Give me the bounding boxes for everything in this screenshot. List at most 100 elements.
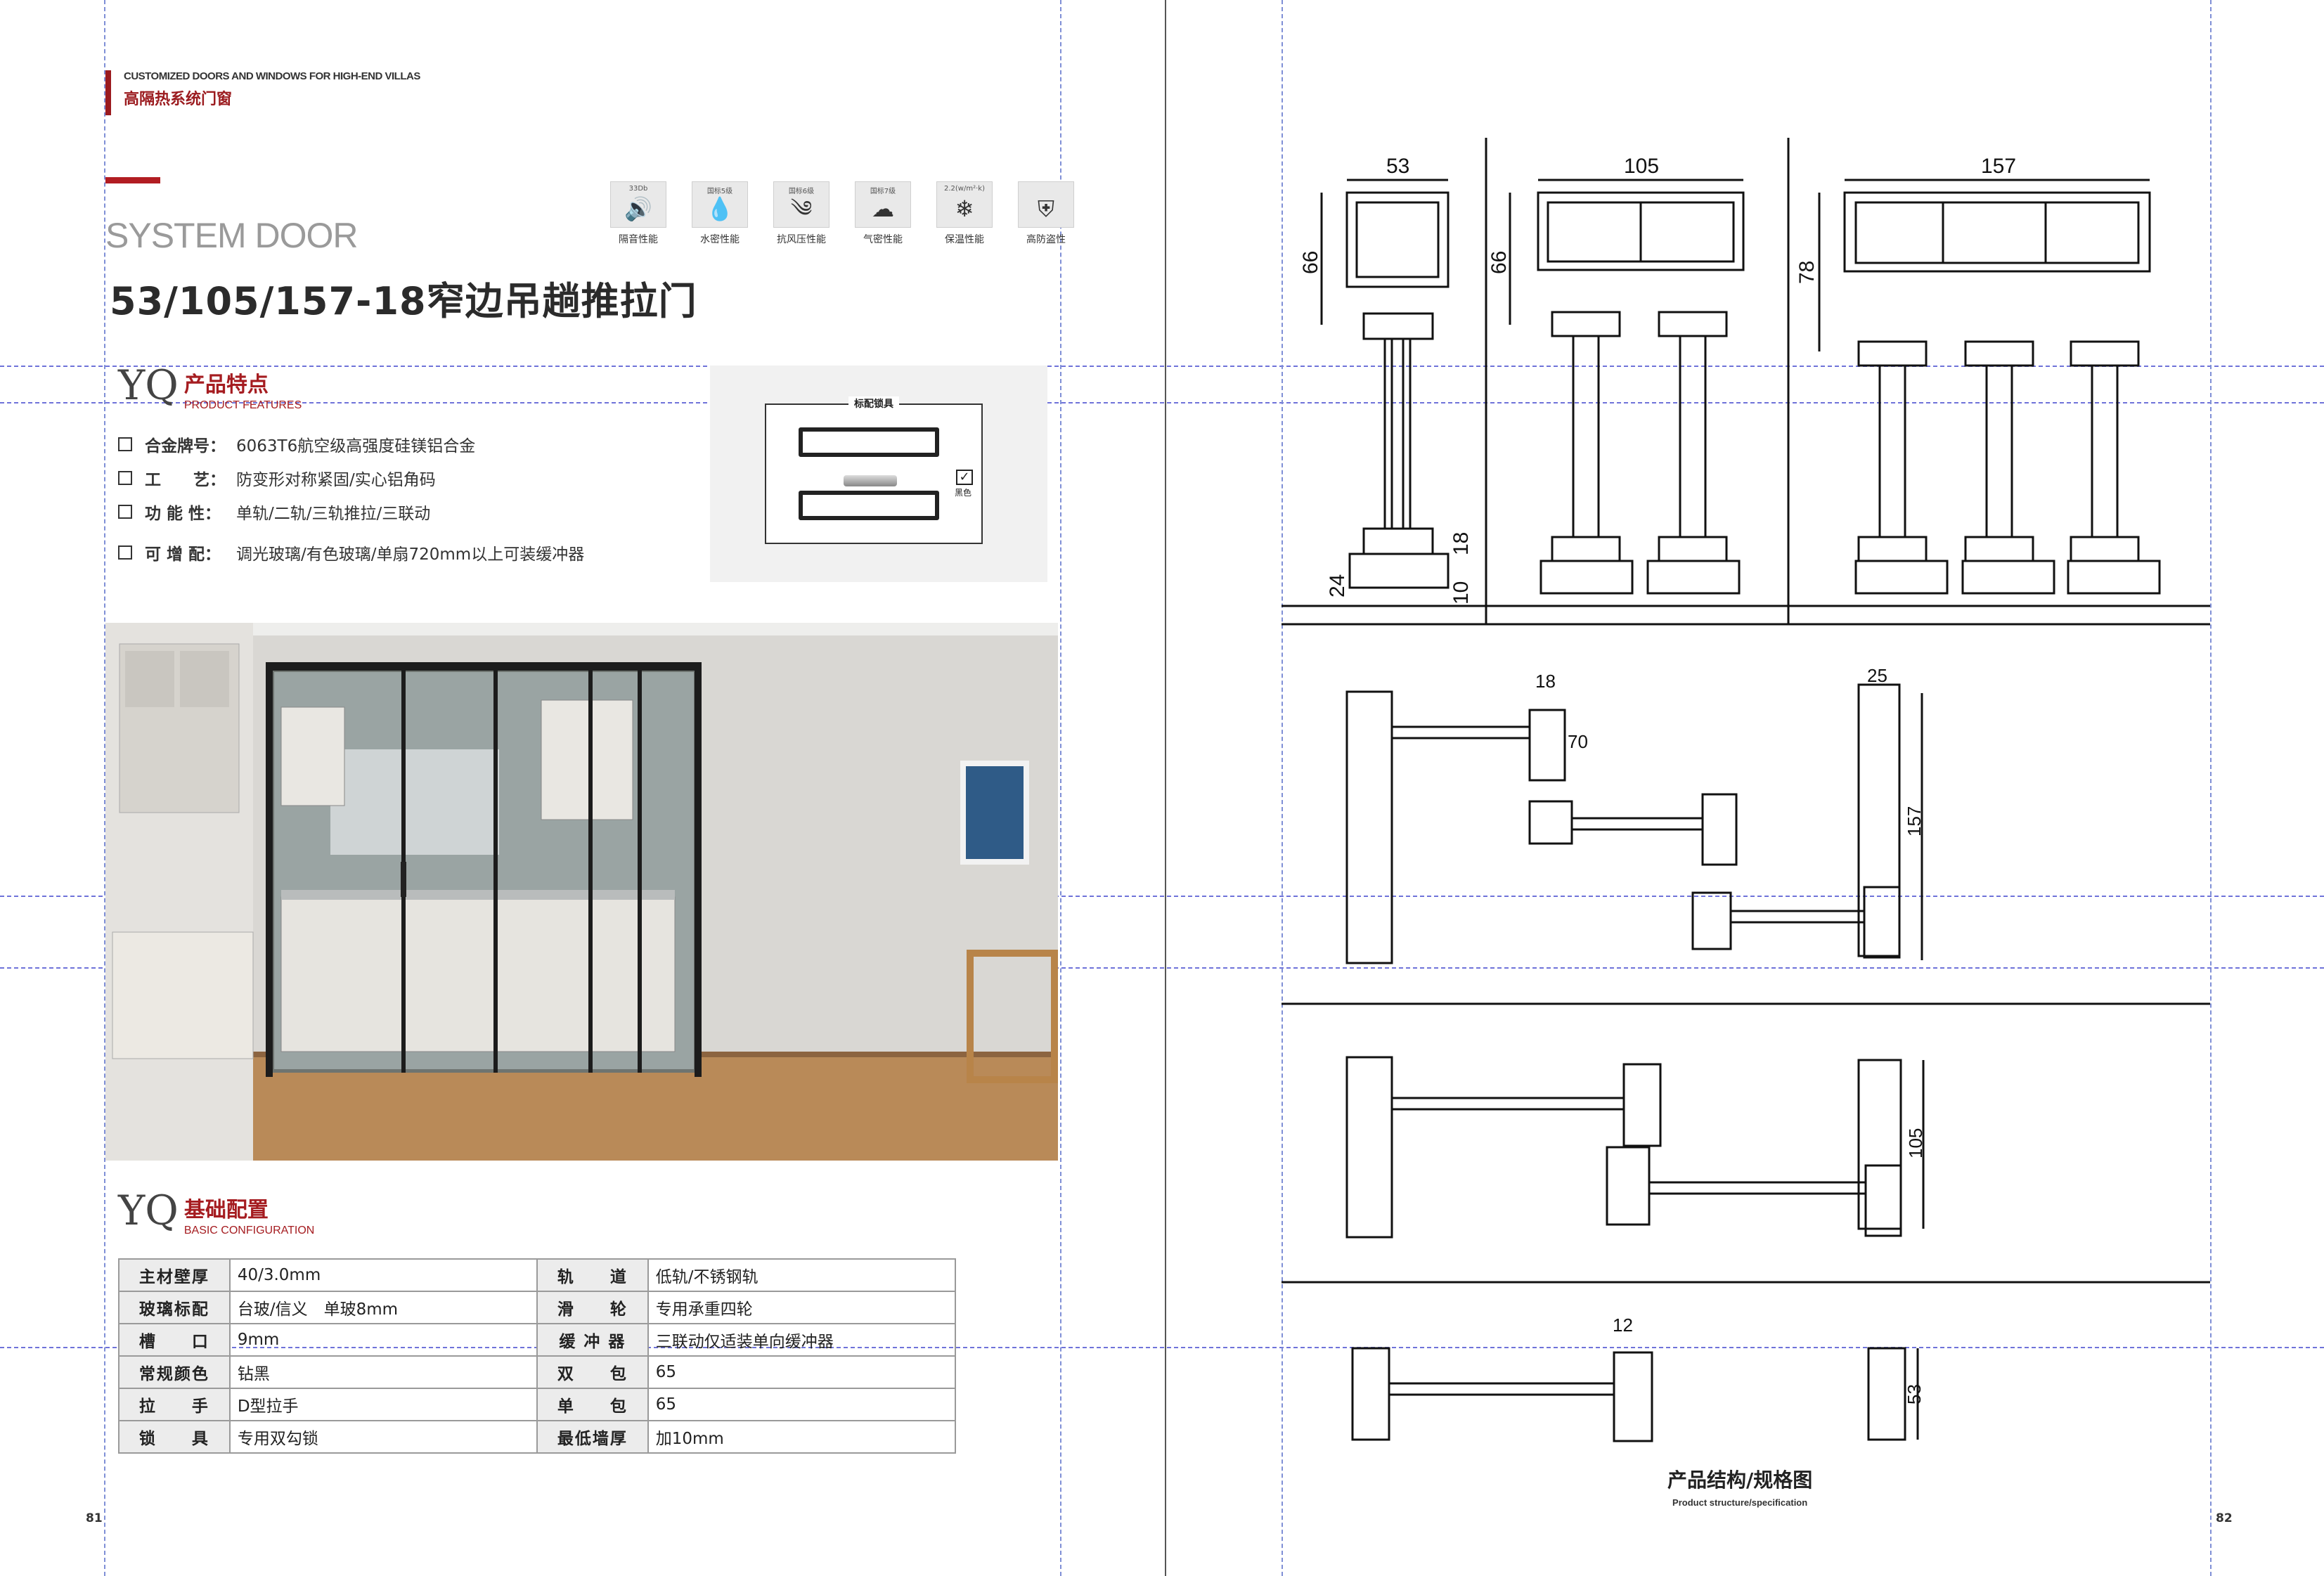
dim-label: 10: [1450, 581, 1473, 605]
table-key: 滑 轮: [536, 1291, 649, 1324]
table-value: 专用承重四轮: [647, 1291, 957, 1324]
dim-label: 24: [1326, 574, 1349, 598]
perf-label: 气密性能: [863, 234, 903, 245]
dim-label: 105: [1905, 1128, 1926, 1158]
table-key: 常规颜色: [118, 1355, 231, 1389]
checkbox-icon: [118, 471, 132, 485]
perf-item: ⛨ 高防盗性: [1018, 181, 1074, 246]
table-key: 玻璃标配: [118, 1291, 231, 1324]
feature-label: 工 艺：: [145, 471, 226, 489]
table-value: 65: [647, 1388, 957, 1421]
perf-label: 保温性能: [945, 234, 984, 245]
page-title: 53/105/157-18窄边吊趟推拉门: [110, 279, 697, 323]
kitchen-sliding-door-illustration: [105, 623, 1058, 1161]
section-subtitle: BASIC CONFIGURATION: [183, 1225, 315, 1236]
dim-label: 53: [1904, 1384, 1925, 1404]
table-value: 9mm: [228, 1323, 538, 1357]
feature-value: 6063T6航空级高强度硅镁铝合金: [236, 437, 476, 456]
section-title: 产品特点: [183, 373, 269, 397]
guide-line: [0, 402, 2324, 403]
feature-value: 调光玻璃/有色玻璃/单扇720mm以上可装缓冲器: [236, 545, 585, 564]
table-key: 最低墙厚: [536, 1420, 649, 1454]
dim-label: 157: [1904, 806, 1925, 837]
features-heading: YQ 产品特点 PRODUCT FEATURES: [118, 363, 302, 412]
dim-label: 18: [1450, 532, 1473, 555]
feature-list: 合金牌号： 6063T6航空级高强度硅镁铝合金 工 艺： 防变形对称紧固/实心铝角码…: [118, 427, 584, 569]
performance-icons: 33Db🔊 隔音性能 国标5级💧 水密性能 国标6级༄ 抗风压性能 国标7级☁ …: [610, 181, 1074, 246]
perf-item: 2.2(w/m²·k) ❄ 保温性能: [936, 181, 993, 246]
yq-logo: YQ: [118, 1187, 179, 1234]
snowflake-icon: ❄: [955, 195, 974, 222]
feature-label: 可 增 配：: [145, 545, 221, 564]
guide-line: [0, 896, 2324, 897]
guide-line: [0, 967, 2324, 969]
guide-line: [0, 366, 2324, 367]
perf-rating: 33Db: [628, 185, 648, 193]
dim-label: 12: [1613, 1315, 1633, 1336]
shield-icon: ⛨: [1037, 195, 1054, 222]
dim-label: 18: [1535, 671, 1556, 692]
perf-label: 高防盗性: [1026, 234, 1066, 245]
perf-item: 国标5级💧 水密性能: [692, 181, 748, 246]
perf-item: 国标7级☁ 气密性能: [855, 181, 911, 246]
dim-label: 66: [1299, 251, 1322, 274]
guide-line: [0, 1347, 2324, 1348]
table-value: 台玻/信义 单玻8mm: [228, 1291, 538, 1324]
feature-value: 单轨/二轨/三轨推拉/三联动: [236, 505, 431, 523]
table-key: 锁 具: [118, 1420, 231, 1454]
table-value: 三联动仅适装单向缓冲器: [647, 1323, 957, 1357]
accent-bar: [105, 177, 160, 183]
page-divider: [1165, 0, 1166, 1576]
page-number-right: 82: [2216, 1511, 2233, 1525]
lock-handle-top: [799, 427, 939, 457]
dim-label: 78: [1795, 261, 1819, 284]
lock-figure: 标配锁具 ✓ 黑色: [710, 366, 1047, 582]
brand-en: CUSTOMIZED DOORS AND WINDOWS FOR HIGH-EN…: [124, 70, 420, 82]
dim-label: 157: [1981, 155, 2016, 178]
checkbox-icon: [118, 505, 132, 519]
table-value: 加10mm: [647, 1420, 957, 1454]
feature-value: 防变形对称紧固/实心铝角码: [236, 471, 436, 489]
page-number-left: 81: [86, 1511, 103, 1525]
table-row: 锁 具专用双勾锁最低墙厚加10mm: [118, 1420, 957, 1454]
table-value: 40/3.0mm: [228, 1258, 538, 1292]
table-key: 槽 口: [118, 1323, 231, 1357]
dim-label: 105: [1624, 155, 1659, 178]
lock-color-label: 黑色: [955, 488, 972, 498]
table-key: 双 包: [536, 1355, 649, 1389]
table-value: 专用双勾锁: [228, 1420, 538, 1454]
checkbox-icon: [118, 545, 132, 560]
perf-label: 抗风压性能: [777, 234, 826, 245]
air-icon: ☁: [872, 195, 894, 222]
lock-handle-bottom: [799, 491, 939, 520]
wind-icon: ༄: [790, 195, 813, 222]
perf-rating: 2.2(w/m²·k): [944, 185, 985, 193]
table-key: 拉 手: [118, 1388, 231, 1421]
feature-label: 功 能 性：: [145, 505, 221, 523]
table-key: 缓 冲 器: [536, 1323, 649, 1357]
table-key: 主材壁厚: [118, 1258, 231, 1292]
dim-label: 53: [1386, 155, 1409, 178]
perf-rating: 国标7级: [870, 188, 896, 195]
brand-block: CUSTOMIZED DOORS AND WINDOWS FOR HIGH-EN…: [105, 70, 420, 115]
lock-title: 标配锁具: [848, 396, 899, 411]
perf-label: 隔音性能: [619, 234, 658, 245]
section-subtitle: PRODUCT FEATURES: [183, 399, 302, 411]
checkbox-icon: [118, 437, 132, 451]
caption-cn: 产品结构/规格图: [1667, 1468, 1813, 1492]
table-value: 65: [647, 1355, 957, 1389]
section-title: 基础配置: [183, 1198, 269, 1222]
list-item: 功 能 性： 单轨/二轨/三轨推拉/三联动: [118, 495, 584, 529]
config-heading: YQ 基础配置 BASIC CONFIGURATION: [118, 1188, 314, 1237]
guide-line: [104, 0, 105, 1576]
yq-logo: YQ: [118, 361, 179, 409]
feature-label: 合金牌号：: [145, 437, 226, 456]
dim-label: 25: [1867, 665, 1887, 686]
perf-rating: 国标5级: [706, 188, 733, 195]
dim-label: 66: [1487, 251, 1511, 274]
